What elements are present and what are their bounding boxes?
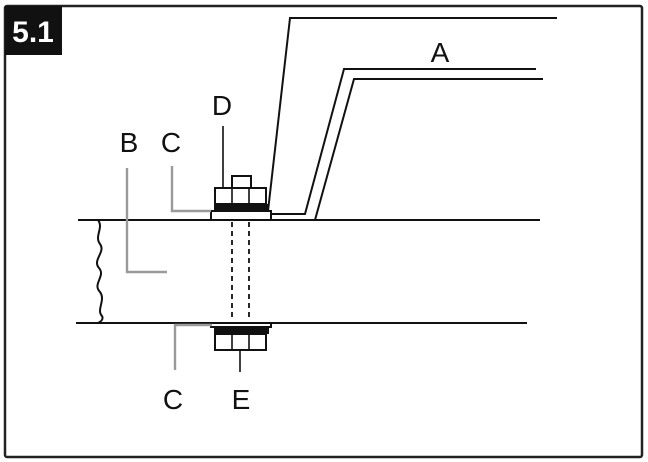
label-c-lower: C [163,384,183,415]
lower-spacer-plate [210,322,272,328]
label-d: D [212,90,232,121]
label-e: E [232,384,251,415]
bolt-head [214,175,267,205]
outer-panel-line [267,17,557,212]
nut [214,333,267,351]
bolt-shank-hidden [231,222,250,321]
diagram-frame [3,4,644,459]
leader-c-upper [170,166,211,213]
panel-sheet-inner [244,78,543,221]
leader-c-lower [173,323,212,370]
leader-b [125,168,167,274]
figure-number: 5.1 [12,16,54,49]
chassis-break-line [96,219,104,324]
label-c-upper: C [161,127,181,158]
upper-spacer-plate [210,210,272,221]
label-b: B [120,127,139,158]
figure-number-badge: 5.1 [5,6,62,55]
leader-lines [125,68,445,372]
lower-washer [214,327,269,334]
upper-washer [214,204,269,211]
label-a: A [431,37,450,68]
